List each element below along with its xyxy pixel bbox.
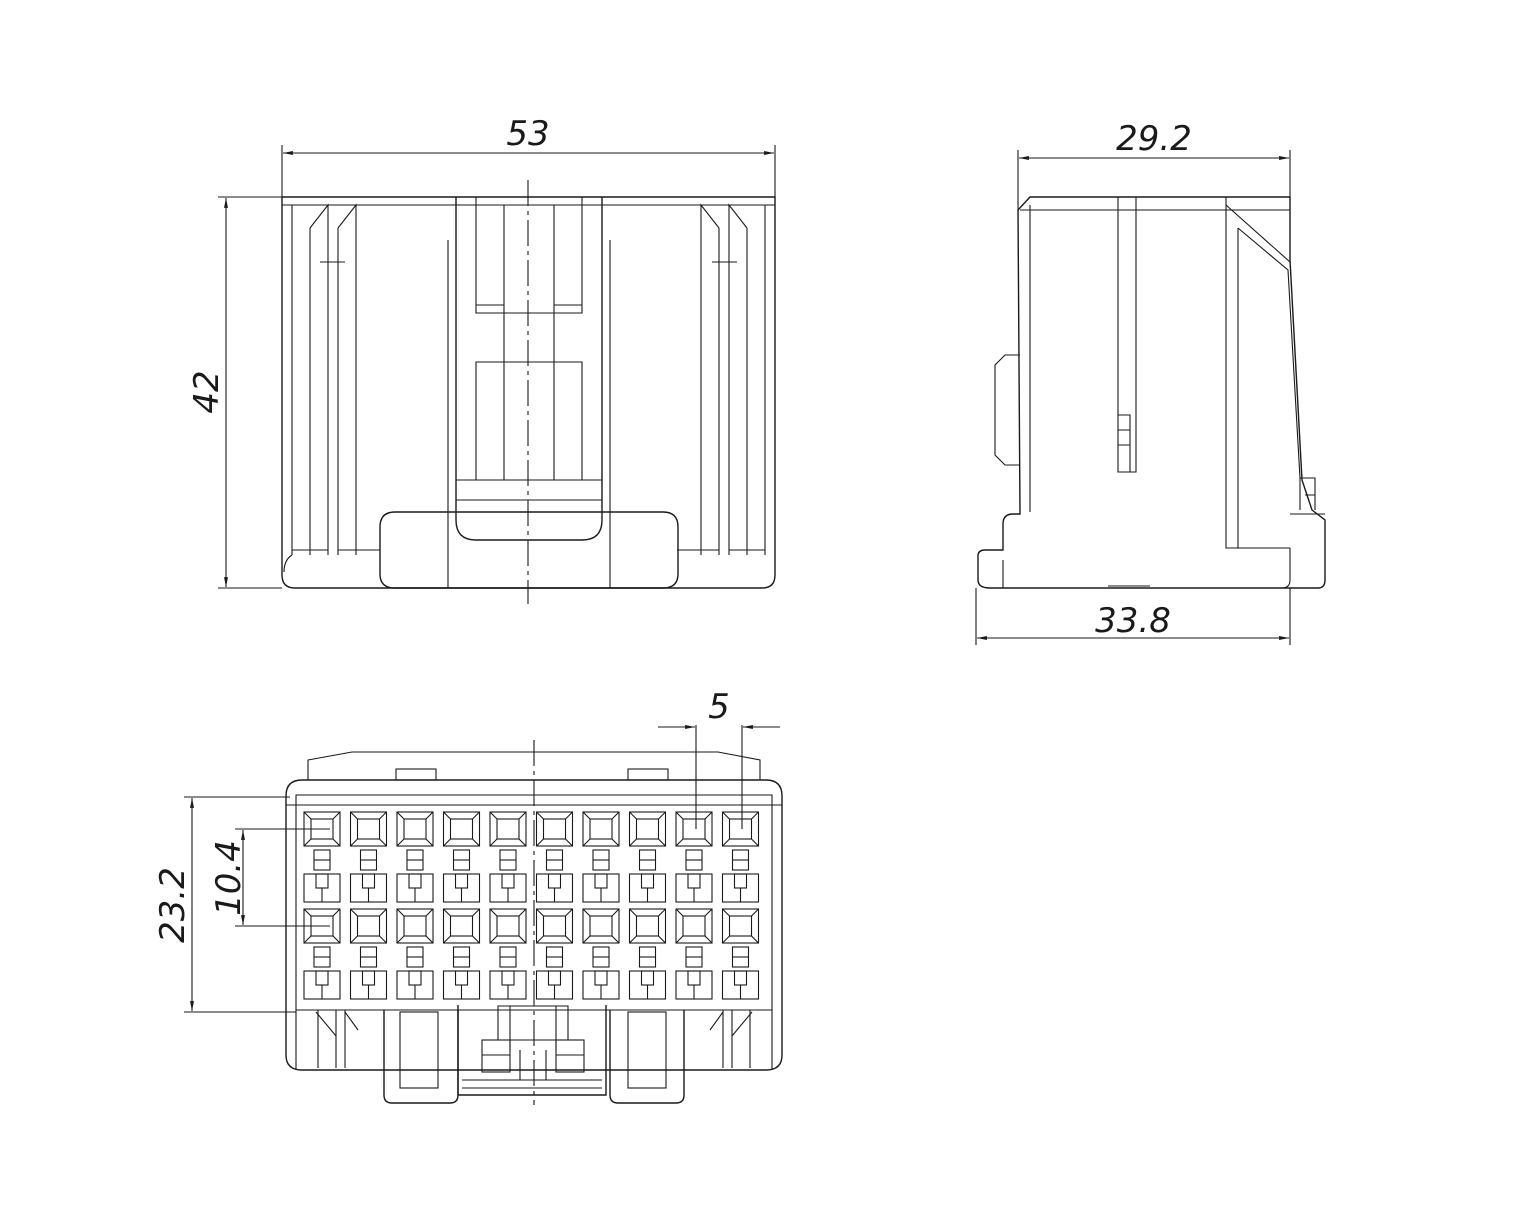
- front-width-dimension: 53: [281, 114, 776, 197]
- large-cavity: [396, 811, 434, 847]
- front-height-dimension: 42: [187, 196, 282, 589]
- bottom-row-pitch-dimension: 10.4: [209, 828, 330, 927]
- large-cavity: [582, 811, 620, 847]
- large-cavity: [675, 908, 713, 944]
- large-cavity: [582, 908, 620, 944]
- bottom-view: [285, 740, 783, 1105]
- side-top-width-label: 29.2: [1116, 119, 1192, 159]
- large-cavity: [489, 908, 527, 944]
- large-cavity: [489, 811, 527, 847]
- large-cavity: [535, 908, 574, 944]
- large-cavity: [535, 811, 574, 847]
- large-cavity: [442, 811, 481, 847]
- side-bottom-width-dimension: 33.8: [975, 588, 1291, 645]
- large-cavity: [628, 908, 667, 944]
- bottom-height-label: 23.2: [153, 867, 193, 943]
- bottom-pitch-dimension: 5: [658, 687, 780, 829]
- front-width-label: 53: [506, 114, 549, 154]
- bottom-pitch-label: 5: [708, 687, 730, 727]
- front-height-label: 42: [187, 370, 227, 413]
- bottom-height-dimension: 23.2: [153, 796, 296, 1013]
- large-cavity: [675, 811, 713, 847]
- large-cavity: [396, 908, 434, 944]
- large-cavity: [349, 908, 388, 944]
- large-cavity: [442, 908, 481, 944]
- large-cavity: [721, 908, 760, 944]
- side-view: [977, 196, 1326, 589]
- side-bottom-width-label: 33.8: [1095, 601, 1171, 641]
- front-view: [281, 180, 776, 604]
- terminal-cavity-grid: [303, 811, 760, 1000]
- large-cavity: [721, 811, 760, 847]
- large-cavity: [349, 811, 388, 847]
- large-cavity: [628, 811, 667, 847]
- bottom-row-pitch-label: 10.4: [209, 840, 249, 916]
- side-top-width-dimension: 29.2: [1017, 119, 1291, 210]
